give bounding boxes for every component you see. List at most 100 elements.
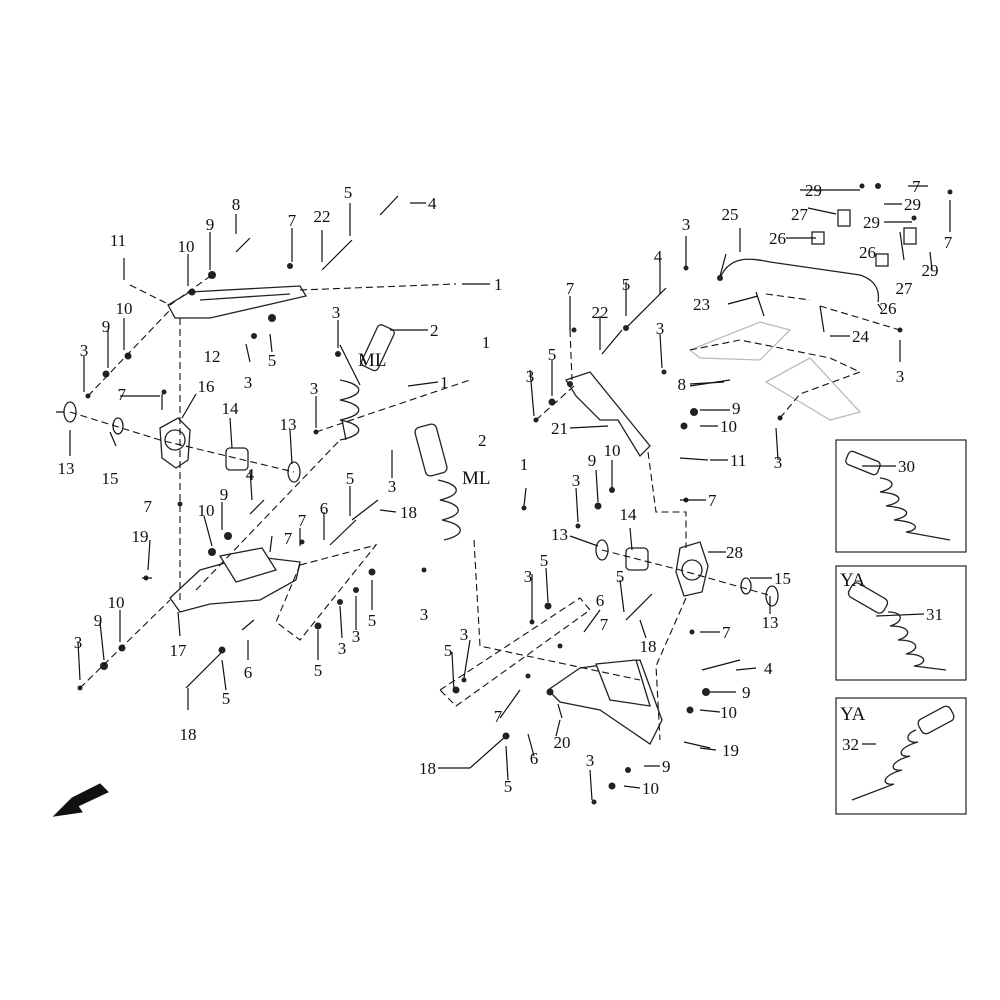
shock-absorber-left bbox=[339, 324, 395, 441]
callout-9-left-d: 9 bbox=[94, 611, 103, 630]
callout-7-right-f: 7 bbox=[600, 615, 609, 634]
callout-19-left: 19 bbox=[132, 527, 149, 546]
lower-arm-bracket-right bbox=[595, 659, 651, 707]
assembly-line-right-6 bbox=[439, 597, 591, 707]
callout-3-right-b: 3 bbox=[526, 367, 535, 386]
callout-6-left-a: 6 bbox=[320, 499, 329, 518]
reference-arm-upper bbox=[688, 321, 792, 361]
assembly-line-right-8 bbox=[689, 339, 862, 419]
callout-5-left-a: 5 bbox=[344, 183, 353, 202]
assembly-line-right-4 bbox=[655, 597, 687, 741]
callout-15-right: 15 bbox=[774, 569, 791, 588]
callout-7-right-b: 7 bbox=[912, 177, 921, 196]
assembly-line-right-3 bbox=[601, 549, 773, 597]
callout-5-right-f: 5 bbox=[504, 777, 513, 796]
callout-3-left-g: 3 bbox=[338, 639, 347, 658]
callout-13-right-a: 13 bbox=[551, 525, 568, 544]
callout-8-left: 8 bbox=[232, 195, 241, 214]
front-direction-arrow-icon bbox=[52, 783, 109, 817]
callout-7-left-d: 7 bbox=[298, 511, 307, 530]
assembly-line-left-6 bbox=[195, 439, 378, 641]
callout-18-right-a: 18 bbox=[640, 637, 657, 656]
callout-5-right-c: 5 bbox=[540, 551, 549, 570]
callout-2-left: 2 bbox=[430, 321, 439, 340]
callout-9-right-d: 9 bbox=[662, 757, 671, 776]
callout-9-right-a: 9 bbox=[732, 399, 741, 418]
assembly-line-right-9 bbox=[535, 385, 575, 421]
callout-16: 16 bbox=[198, 377, 215, 396]
callout-13-right-b: 13 bbox=[762, 613, 779, 632]
assembly-line-left-3 bbox=[69, 411, 295, 473]
callout-leaders bbox=[56, 185, 951, 801]
callout-19-right: 19 bbox=[722, 741, 739, 760]
callout-32: 32 bbox=[842, 735, 859, 754]
bolt-8-left bbox=[235, 237, 251, 253]
callout-3-right-c: 3 bbox=[656, 319, 665, 338]
bearing-left bbox=[225, 447, 249, 471]
callout-7-left-b: 7 bbox=[118, 385, 127, 404]
callout-25: 25 bbox=[722, 205, 739, 224]
bolt-4-lower-right bbox=[701, 659, 741, 671]
callout-3-center-a: 3 bbox=[420, 605, 429, 624]
callout-24: 24 bbox=[852, 327, 870, 346]
tag-ml-left: ML bbox=[358, 350, 387, 371]
callout-4-left-a: 4 bbox=[428, 194, 437, 213]
option-box-30 bbox=[835, 439, 967, 553]
pin-11-right bbox=[679, 457, 709, 461]
assembly-line-right-1 bbox=[569, 329, 573, 381]
callout-18-left-b: 18 bbox=[180, 725, 197, 744]
callout-9-left-c: 9 bbox=[220, 485, 229, 504]
bolt-6-left bbox=[329, 519, 357, 546]
callout-1-left-b: 1 bbox=[440, 373, 449, 392]
callout-23: 23 bbox=[693, 295, 710, 314]
tag-ml-center: ML bbox=[462, 468, 491, 489]
callout-4-right-b: 4 bbox=[764, 659, 773, 678]
lower-arm-bracket-left bbox=[218, 547, 278, 583]
callout-22-left: 22 bbox=[314, 207, 331, 226]
callout-27-a: 27 bbox=[791, 205, 809, 224]
bolt-6-lower-left bbox=[241, 619, 255, 631]
tag-ya-31: YA bbox=[840, 570, 866, 591]
option-box-32 bbox=[835, 697, 967, 815]
bolt-18-left bbox=[351, 499, 379, 521]
callout-20: 20 bbox=[554, 733, 571, 752]
callout-5-left-b: 5 bbox=[268, 351, 277, 370]
callout-4-left-b: 4 bbox=[246, 465, 255, 484]
callout-3-right-d: 3 bbox=[896, 367, 905, 386]
knuckle-bore-left bbox=[164, 429, 186, 451]
callout-7-right-d: 7 bbox=[708, 491, 717, 510]
sway-bar bbox=[719, 258, 880, 303]
callout-6-right-a: 6 bbox=[596, 591, 605, 610]
callout-7-left-e: 7 bbox=[284, 529, 293, 548]
callout-26-b: 26 bbox=[859, 243, 876, 262]
bolt-4-lower-left bbox=[249, 499, 265, 515]
bolt-22-left bbox=[321, 239, 353, 271]
callout-9-right-c: 9 bbox=[742, 683, 751, 702]
bolt-22-right bbox=[601, 329, 623, 355]
callout-11-left: 11 bbox=[110, 231, 126, 250]
callout-30: 30 bbox=[898, 457, 915, 476]
hardware-dots-right bbox=[421, 183, 953, 805]
hardware-dots-left bbox=[77, 263, 376, 691]
knuckle-bore-right bbox=[681, 559, 703, 581]
callout-12: 12 bbox=[204, 347, 221, 366]
sway-bushing-right bbox=[875, 253, 889, 267]
callout-5-left-f: 5 bbox=[368, 611, 377, 630]
bolt-4-upper-right bbox=[623, 287, 667, 331]
callout-29-d: 29 bbox=[922, 261, 939, 280]
callout-9-left-a: 9 bbox=[206, 215, 215, 234]
callout-29-b: 29 bbox=[904, 195, 921, 214]
callout-10-left-c: 10 bbox=[198, 501, 215, 520]
callout-5-right-e: 5 bbox=[444, 641, 453, 660]
callout-7-right-a: 7 bbox=[566, 279, 575, 298]
callout-28: 28 bbox=[726, 543, 743, 562]
callout-11-right: 11 bbox=[730, 451, 746, 470]
callout-7-right-e: 7 bbox=[722, 623, 731, 642]
callout-10-left-d: 10 bbox=[108, 593, 125, 612]
pin-19-right bbox=[683, 741, 711, 749]
callout-3-left-f: 3 bbox=[74, 633, 83, 652]
callout-1-left-a: 1 bbox=[494, 275, 503, 294]
bolt-4-upper bbox=[379, 195, 399, 216]
